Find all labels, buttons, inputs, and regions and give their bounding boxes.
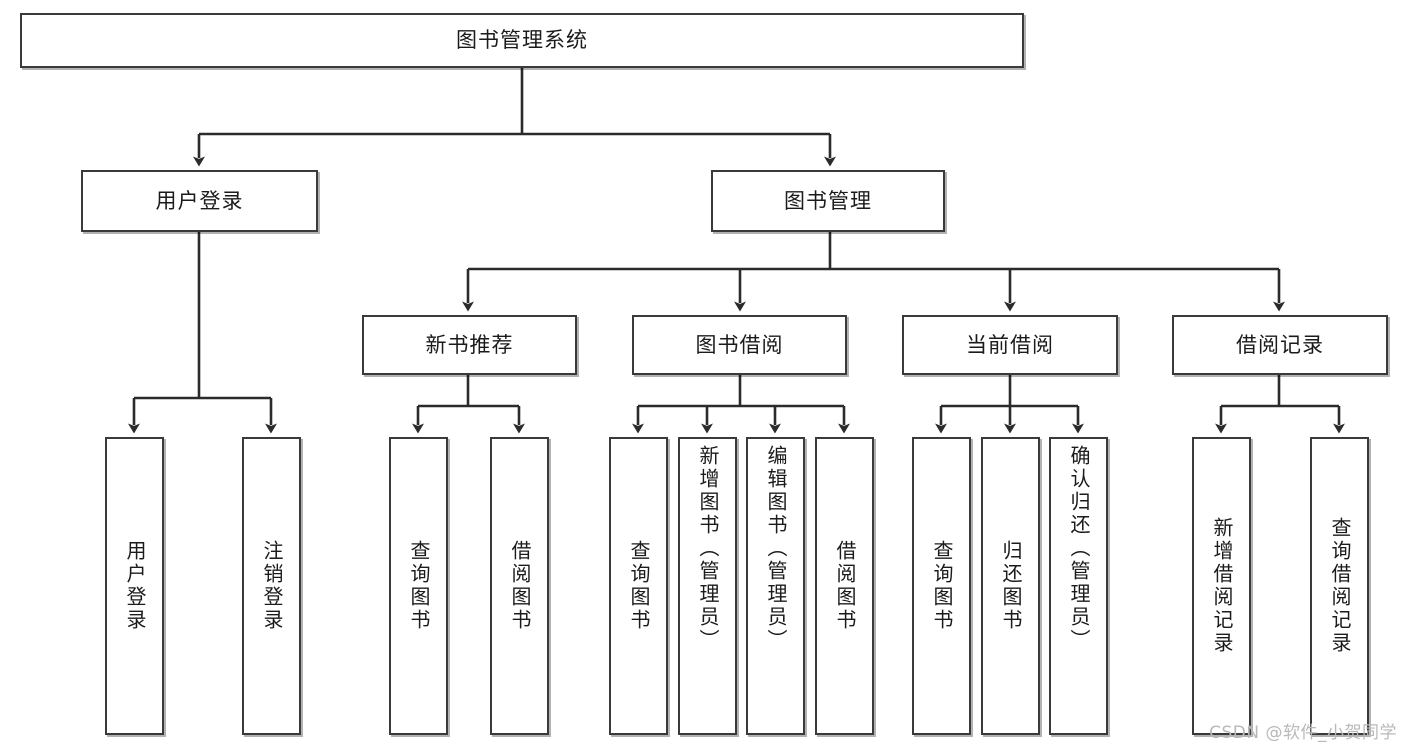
node-label: 查询图书: [930, 540, 954, 632]
leaf-bb-edit-book[interactable]: 编辑图书（管理员）: [746, 437, 805, 735]
node-label: 用户登录: [123, 540, 147, 632]
leaf-logout[interactable]: 注销登录: [242, 437, 301, 735]
node-root-system[interactable]: 图书管理系统: [20, 13, 1024, 68]
node-label: 编辑图书（管理员）: [764, 445, 788, 652]
node-label: 新书推荐: [425, 332, 514, 357]
node-label: 图书借阅: [695, 332, 784, 357]
node-label: 用户登录: [155, 188, 244, 213]
leaf-user-login[interactable]: 用户登录: [105, 437, 164, 735]
node-label: 图书管理: [784, 188, 872, 213]
leaf-nb-borrow-book[interactable]: 借阅图书: [490, 437, 549, 735]
node-label: 确认归还（管理员）: [1067, 445, 1091, 652]
node-label: 查询图书: [407, 540, 431, 632]
leaf-cb-query-book[interactable]: 查询图书: [912, 437, 971, 735]
node-label: 查询借阅记录: [1328, 517, 1352, 655]
node-label: 当前借阅: [966, 332, 1054, 357]
node-new-book-recommend[interactable]: 新书推荐: [362, 315, 577, 375]
node-label: 新增图书（管理员）: [696, 445, 720, 652]
node-label: 新增借阅记录: [1210, 517, 1234, 655]
node-borrow-record[interactable]: 借阅记录: [1172, 315, 1388, 375]
node-label: 图书管理系统: [456, 28, 588, 53]
node-label: 归还图书: [999, 540, 1023, 632]
leaf-bb-borrow-book[interactable]: 借阅图书: [815, 437, 874, 735]
node-label: 借阅图书: [833, 540, 857, 632]
leaf-br-query-record[interactable]: 查询借阅记录: [1310, 437, 1369, 735]
node-label: 借阅图书: [508, 540, 532, 632]
node-user-login[interactable]: 用户登录: [81, 170, 318, 232]
node-label: 注销登录: [260, 540, 284, 632]
leaf-bb-add-book[interactable]: 新增图书（管理员）: [678, 437, 737, 735]
node-label: 查询图书: [627, 540, 651, 632]
leaf-bb-query-book[interactable]: 查询图书: [609, 437, 668, 735]
node-book-management[interactable]: 图书管理: [711, 170, 945, 232]
leaf-br-add-record[interactable]: 新增借阅记录: [1192, 437, 1251, 735]
node-current-borrow[interactable]: 当前借阅: [902, 315, 1118, 375]
leaf-nb-query-book[interactable]: 查询图书: [389, 437, 448, 735]
leaf-cb-return-book[interactable]: 归还图书: [981, 437, 1040, 735]
node-label: 借阅记录: [1236, 332, 1324, 357]
node-book-borrow[interactable]: 图书借阅: [632, 315, 847, 375]
leaf-cb-confirm-return[interactable]: 确认归还（管理员）: [1049, 437, 1108, 735]
